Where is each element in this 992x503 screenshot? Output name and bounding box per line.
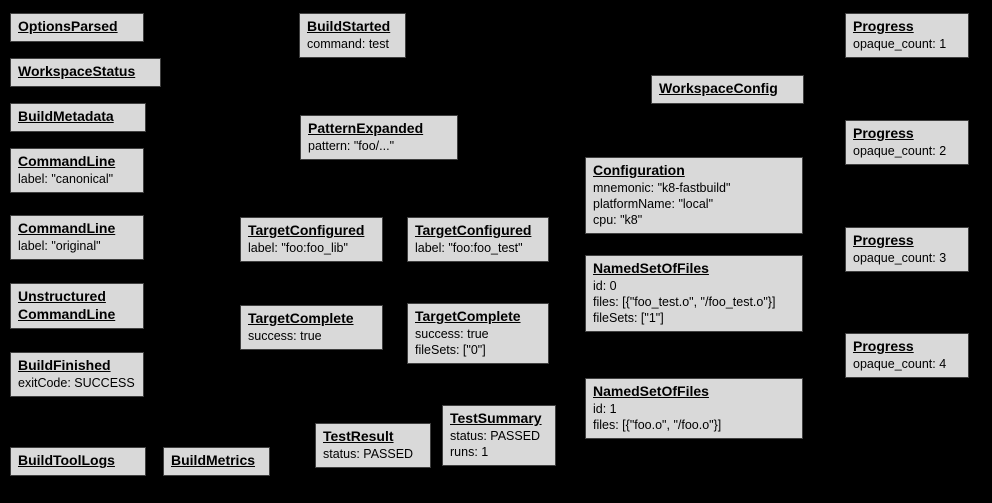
- event-field: files: [{"foo_test.o", "/foo_test.o"}]: [593, 294, 776, 309]
- event-field: opaque_count: 4: [853, 356, 947, 371]
- event-title: BuildMetadata: [18, 108, 114, 124]
- event-title: TargetConfigured: [415, 222, 532, 238]
- event-title: Progress: [853, 338, 914, 354]
- event-box-named-set-of-files-1: NamedSetOfFiles id: 1 files: [{"foo.o", …: [585, 378, 803, 439]
- event-field: status: PASSED: [450, 428, 541, 443]
- event-box-options-parsed: OptionsParsed: [10, 13, 144, 42]
- event-box-command-line-canonical: CommandLine label: "canonical": [10, 148, 144, 193]
- event-field: files: [{"foo.o", "/foo.o"}]: [593, 417, 722, 432]
- event-title: NamedSetOfFiles: [593, 383, 709, 399]
- event-field: id: 0: [593, 278, 617, 293]
- event-title: Progress: [853, 18, 914, 34]
- event-field: opaque_count: 2: [853, 143, 947, 158]
- event-field: id: 1: [593, 401, 617, 416]
- event-title: Progress: [853, 232, 914, 248]
- event-field: cpu: "k8": [593, 213, 643, 227]
- event-box-build-started: BuildStarted command: test: [299, 13, 406, 58]
- event-title: PatternExpanded: [308, 120, 424, 136]
- event-title: OptionsParsed: [18, 18, 118, 34]
- event-box-test-summary: TestSummary status: PASSED runs: 1: [442, 405, 556, 466]
- event-field: label: "foo:foo_lib": [248, 240, 348, 255]
- event-box-test-result: TestResult status: PASSED: [315, 423, 431, 468]
- event-field: success: true: [248, 328, 322, 343]
- event-field: pattern: "foo/...": [308, 138, 395, 153]
- event-box-target-complete-foo-test: TargetComplete success: true fileSets: […: [407, 303, 549, 364]
- event-field: fileSets: ["1"]: [593, 311, 664, 325]
- event-title: BuildMetrics: [171, 452, 256, 468]
- event-title: Progress: [853, 125, 914, 141]
- event-title: Unstructured CommandLine: [18, 288, 116, 322]
- event-title: Configuration: [593, 162, 685, 178]
- event-box-target-complete-foo-lib: TargetComplete success: true: [240, 305, 383, 350]
- event-box-target-configured-foo-lib: TargetConfigured label: "foo:foo_lib": [240, 217, 383, 262]
- event-field: runs: 1: [450, 444, 489, 459]
- event-field: mnemonic: "k8-fastbuild": [593, 180, 731, 195]
- event-field: platformName: "local": [593, 196, 714, 211]
- event-field: opaque_count: 1: [853, 36, 947, 51]
- event-box-unstructured-command-line: Unstructured CommandLine: [10, 283, 144, 329]
- event-title: TargetComplete: [415, 308, 521, 324]
- event-title: CommandLine: [18, 220, 116, 236]
- event-box-command-line-original: CommandLine label: "original": [10, 215, 144, 260]
- event-title: BuildToolLogs: [18, 452, 115, 468]
- event-title: TargetConfigured: [248, 222, 365, 238]
- event-title: TestResult: [323, 428, 394, 444]
- event-box-named-set-of-files-0: NamedSetOfFiles id: 0 files: [{"foo_test…: [585, 255, 803, 333]
- event-title: NamedSetOfFiles: [593, 260, 709, 276]
- event-title: TestSummary: [450, 410, 542, 426]
- event-box-build-tool-logs: BuildToolLogs: [10, 447, 146, 476]
- event-field: success: true: [415, 326, 489, 341]
- event-field: opaque_count: 3: [853, 250, 947, 265]
- event-field: command: test: [307, 36, 389, 51]
- event-field: status: PASSED: [323, 446, 414, 461]
- event-box-configuration: Configuration mnemonic: "k8-fastbuild" p…: [585, 157, 803, 235]
- event-box-build-metadata: BuildMetadata: [10, 103, 146, 132]
- event-box-workspace-status: WorkspaceStatus: [10, 58, 161, 87]
- event-box-progress-1: Progress opaque_count: 1: [845, 13, 969, 58]
- event-box-progress-4: Progress opaque_count: 4: [845, 333, 969, 378]
- event-box-build-metrics: BuildMetrics: [163, 447, 270, 476]
- event-field: label: "canonical": [18, 171, 114, 186]
- event-box-progress-3: Progress opaque_count: 3: [845, 227, 969, 272]
- event-box-workspace-config: WorkspaceConfig: [651, 75, 804, 104]
- event-title: BuildStarted: [307, 18, 391, 34]
- event-field: fileSets: ["0"]: [415, 342, 486, 357]
- event-field: exitCode: SUCCESS: [18, 375, 135, 390]
- event-title: WorkspaceConfig: [659, 80, 778, 96]
- event-box-build-finished: BuildFinished exitCode: SUCCESS: [10, 352, 144, 397]
- event-title: BuildFinished: [18, 357, 111, 373]
- event-title: WorkspaceStatus: [18, 63, 136, 79]
- event-title: TargetComplete: [248, 310, 354, 326]
- event-field: label: "foo:foo_test": [415, 240, 523, 255]
- event-box-target-configured-foo-test: TargetConfigured label: "foo:foo_test": [407, 217, 549, 262]
- event-title: CommandLine: [18, 153, 116, 169]
- event-box-pattern-expanded: PatternExpanded pattern: "foo/...": [300, 115, 458, 160]
- event-box-progress-2: Progress opaque_count: 2: [845, 120, 969, 165]
- event-field: label: "original": [18, 238, 101, 253]
